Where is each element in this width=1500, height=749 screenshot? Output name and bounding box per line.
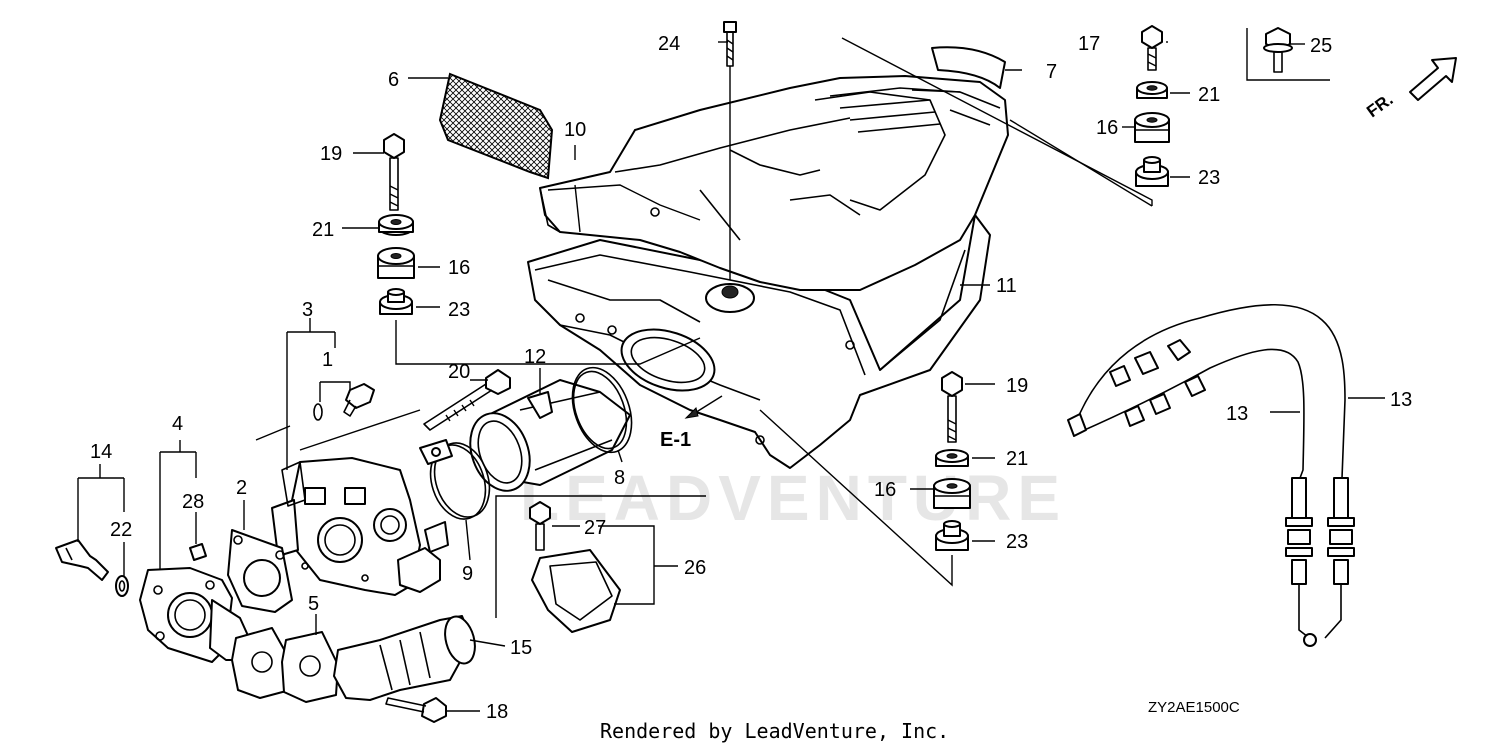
air-filter-element-part[interactable] — [438, 72, 554, 180]
washer-21-top-part[interactable] — [1136, 81, 1168, 99]
throttle-cable-13-part[interactable] — [1067, 303, 1355, 647]
callout-24: 24 — [658, 33, 680, 55]
callout-13-inner: 13 — [1226, 403, 1248, 425]
intake-adapter-4-part[interactable] — [139, 567, 251, 663]
callout-11: 11 — [996, 275, 1017, 297]
callout-16-top: 16 — [1096, 117, 1118, 139]
front-direction-arrow: FR. — [1363, 57, 1457, 121]
bolt-20-part[interactable] — [423, 369, 511, 431]
callout-4: 4 — [172, 413, 183, 435]
callout-6: 6 — [388, 69, 399, 91]
callout-17: 17 — [1078, 33, 1100, 55]
washer-22-part[interactable] — [115, 575, 129, 597]
gasket-2-part[interactable] — [227, 529, 293, 613]
callout-7: 7 — [1046, 61, 1057, 83]
caption: Rendered by LeadVenture, Inc. — [600, 719, 949, 743]
callout-23-right: 23 — [1006, 531, 1028, 553]
callout-19-right: 19 — [1006, 375, 1028, 397]
callout-28: 28 — [182, 491, 204, 513]
callout-15: 15 — [510, 637, 532, 659]
reference-label-e1: E-1 — [660, 429, 691, 451]
callout-12: 12 — [524, 346, 546, 368]
collar-23-top-part[interactable] — [1135, 156, 1169, 187]
callout-23-left: 23 — [448, 299, 470, 321]
callout-23-top: 23 — [1198, 167, 1220, 189]
gasket-5-part[interactable] — [231, 627, 339, 703]
callout-14: 14 — [90, 441, 112, 463]
callout-16-right: 16 — [874, 479, 896, 501]
callout-21-top: 21 — [1198, 84, 1220, 106]
mounting-bolt-19-part[interactable] — [383, 133, 405, 211]
callout-21-right: 21 — [1006, 448, 1028, 470]
callout-25: 25 — [1310, 35, 1332, 57]
collar-23-right-part[interactable] — [935, 520, 969, 551]
callout-10: 10 — [564, 119, 586, 141]
callout-20: 20 — [448, 361, 470, 383]
clamp-8-part[interactable] — [562, 359, 643, 460]
bolt-24-part[interactable] — [723, 21, 737, 67]
callout-16-left: 16 — [448, 257, 470, 279]
mounting-bolt-19-right-part[interactable] — [941, 371, 963, 443]
intake-tube-12-part[interactable] — [460, 379, 631, 499]
callout-19-left: 19 — [320, 143, 342, 165]
rubber-mount-16-right-part[interactable] — [933, 478, 971, 509]
callout-5: 5 — [308, 593, 319, 615]
callout-2: 2 — [236, 477, 247, 499]
direction-marker-label: FR. — [1363, 90, 1396, 121]
callout-8: 8 — [614, 467, 625, 489]
washer-21-left-part[interactable] — [378, 214, 414, 236]
hose-band-9-part[interactable] — [419, 436, 498, 526]
screw-1-part[interactable] — [313, 383, 375, 421]
sensor-14-part[interactable] — [55, 539, 109, 581]
callout-1: 1 — [322, 349, 333, 371]
diagram-code: ZY2AE1500C — [1148, 699, 1240, 716]
bolt-18-part[interactable] — [385, 697, 447, 723]
band-26-part[interactable] — [531, 549, 621, 633]
callout-27: 27 — [584, 517, 606, 539]
mounting-bolt-17-part[interactable] — [1141, 25, 1163, 71]
bolt-25-part[interactable] — [1263, 27, 1293, 73]
air-cleaner-housing-part[interactable] — [527, 75, 1009, 469]
throttle-body-3-part[interactable] — [271, 457, 449, 596]
dowel-pin-28-part[interactable] — [189, 543, 207, 561]
seal-part[interactable] — [931, 46, 1006, 89]
callout-26: 26 — [684, 557, 706, 579]
callout-22: 22 — [110, 519, 132, 541]
callout-3: 3 — [302, 299, 313, 321]
rubber-mount-16-top-part[interactable] — [1134, 112, 1170, 143]
leader-lines — [77, 28, 1385, 712]
rubber-mount-16-left-part[interactable] — [377, 247, 415, 279]
collar-23-left-part[interactable] — [379, 288, 413, 315]
elbow-pipe-15-part[interactable] — [333, 613, 480, 701]
callout-21-left: 21 — [312, 219, 334, 241]
washer-21-right-part[interactable] — [935, 449, 969, 467]
callout-18: 18 — [486, 701, 508, 723]
callout-13-outer: 13 — [1390, 389, 1412, 411]
screw-27-part[interactable] — [529, 501, 551, 551]
callout-numbers: 6 7 24 10 11 17 21 16 23 25 19 21 16 23 … — [90, 33, 1412, 723]
callout-9: 9 — [462, 563, 473, 585]
